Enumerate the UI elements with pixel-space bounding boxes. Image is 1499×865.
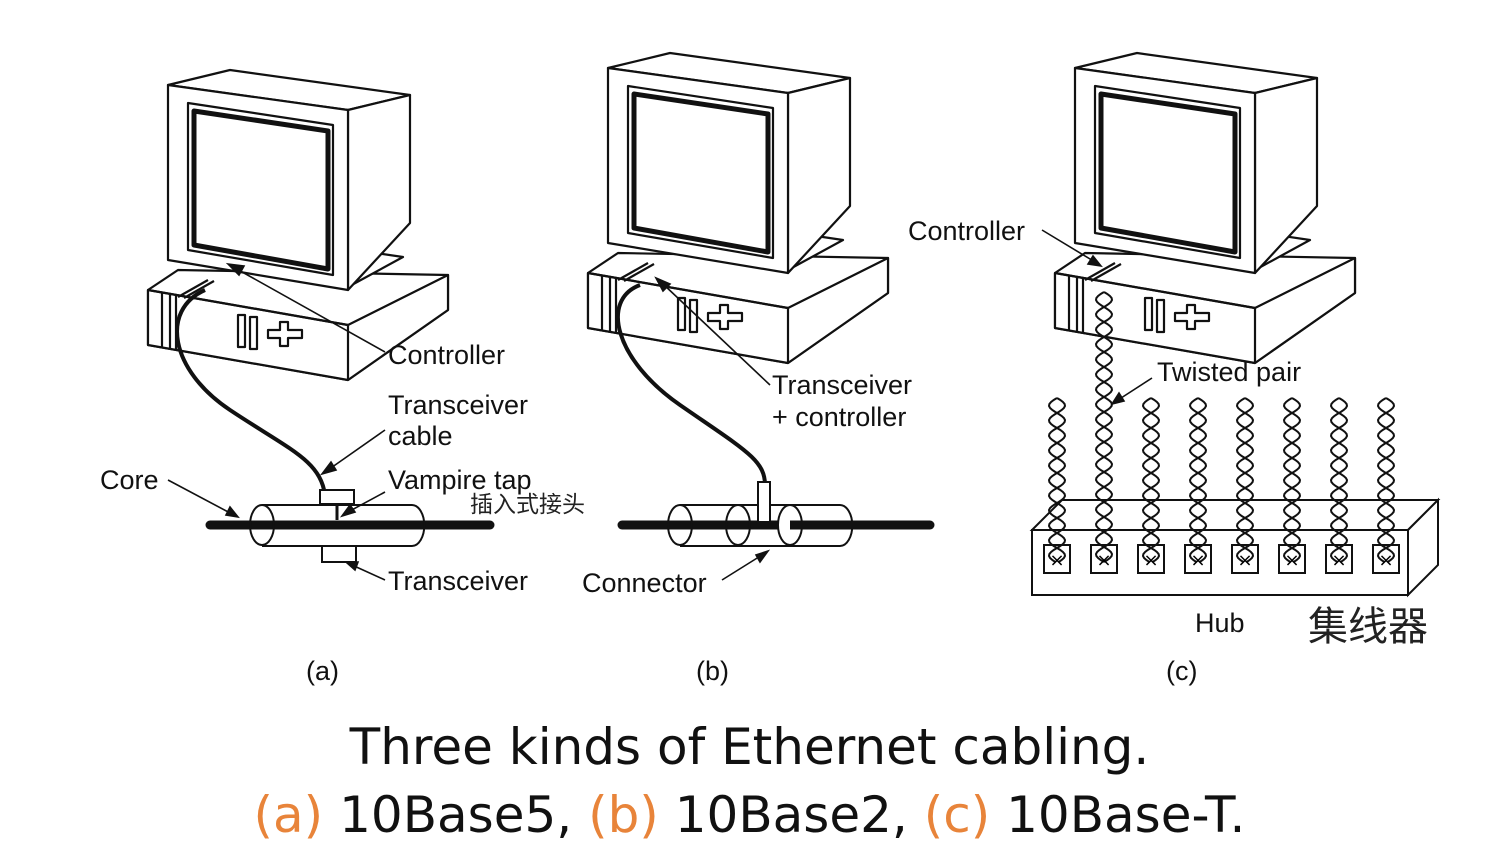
twisted-pair-wire [1282,397,1302,563]
hub-port-mark: × [1331,550,1346,571]
hub-port-mark: × [1049,550,1064,571]
twisted-pair-wire [1376,397,1396,563]
hub-port [1325,544,1353,574]
twisted-pair-wire [1047,397,1067,563]
hub [1029,497,1441,598]
twisted-pair-wire [1329,397,1349,563]
label-c-controller: Controller [908,216,1025,246]
caption-a-tag: (a) [253,786,324,844]
label-b-connector: Connector [582,568,707,598]
hub-port [1231,544,1259,574]
panel-b-label: (b) [696,656,729,686]
twisted-pair-wire [1141,397,1161,563]
twisted-pair-wire [1235,397,1255,563]
label-a-transceiver-cable-1: Transceiver [388,390,528,420]
caption-b-text: 10Base2, [658,786,924,844]
transceiver-cable [175,288,327,496]
caption-b-tag: (b) [588,786,659,844]
label-a-controller: Controller [388,340,505,370]
label-a-vampire-tap-cn: 插入式接头 [470,492,585,518]
twisted-pair-wire [1329,397,1349,563]
twisted-pair-wire [1235,397,1255,563]
label-a-core: Core [100,465,159,495]
hub-port-mark: × [1284,550,1299,571]
twisted-pair-wire [1188,397,1208,563]
label-c-twisted-pair: Twisted pair [1157,357,1301,387]
hub-port [1278,544,1306,574]
hub-port [1372,544,1400,574]
hub-port-mark: × [1190,550,1205,571]
label-c-hub-cn: 集线器 [1308,604,1428,650]
twisted-pair-wire [1188,397,1208,563]
panel-c-label: (c) [1166,656,1197,686]
twisted-pair-wire [1141,397,1161,563]
twisted-pair-wire [1282,397,1302,563]
twisted-pair-wire [1094,291,1114,563]
hub-port [1184,544,1212,574]
caption-c-tag: (c) [923,786,991,844]
twisted-pair-wire [1376,397,1396,563]
label-c-hub: Hub [1195,608,1245,638]
hub-port [1137,544,1165,574]
hub-port-mark: × [1143,550,1158,571]
hub-port-mark: × [1096,550,1111,571]
label-b-transceiver-1: Transceiver [772,370,912,400]
thin-coax-cable [617,481,935,547]
twisted-pair-wire [1047,397,1067,563]
panel-a-computer [148,70,448,380]
hub-port [1043,544,1071,574]
thick-coax-cable [205,489,495,563]
caption-line-1: Three kinds of Ethernet cabling. [349,718,1150,776]
label-a-transceiver: Transceiver [388,566,528,596]
label-a-transceiver-cable-2: cable [388,421,453,451]
hub-port-mark: × [1378,550,1393,571]
transceiver-cable-b [615,283,767,486]
caption-line-2: (a) 10Base5, (b) 10Base2, (c) 10Base-T. [0,790,1499,840]
hub-ports: × × × × × × × × [1043,544,1400,574]
twisted-pairs [1047,291,1396,563]
caption-c-text: 10Base-T. [990,786,1246,844]
panel-a-label: (a) [306,656,339,686]
panel-c-computer [1055,53,1355,363]
label-a-vampire-tap: Vampire tap [388,465,532,495]
hub-port [1090,544,1118,574]
panel-b-computer [588,53,888,363]
caption-a-text: 10Base5, [323,786,589,844]
hub-port-mark: × [1237,550,1252,571]
ethernet-cabling-diagram: Controller Transceiver cable Core Vampir… [100,0,1441,686]
label-b-transceiver-2: + controller [772,402,906,432]
